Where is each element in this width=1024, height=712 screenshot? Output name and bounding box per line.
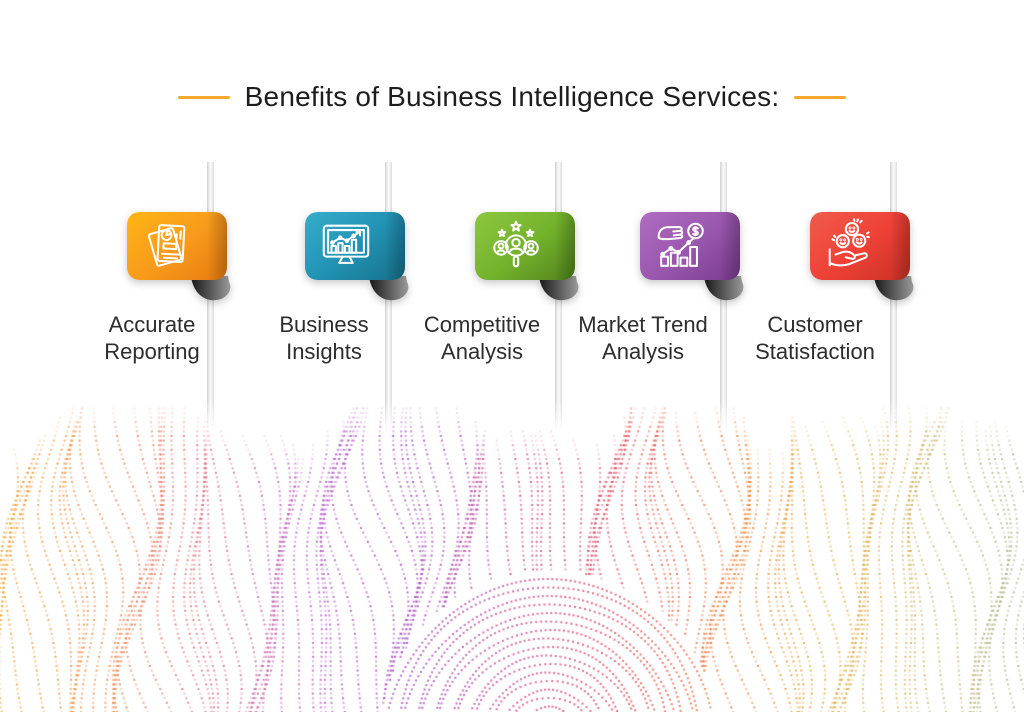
benefit-label-line1: Customer (767, 312, 863, 337)
benefit-label: Market Trend Analysis (553, 311, 733, 365)
monitor-analytics-icon (322, 224, 370, 264)
benefit-label: Customer Statisfaction (725, 311, 905, 365)
benefit-label-line1: Business (279, 312, 369, 337)
hand-coin-chart-icon (657, 222, 704, 267)
benefit-label: Business Insights (234, 311, 414, 365)
title-dash-left-icon (177, 95, 230, 99)
benefit-label-line2: Analysis (441, 339, 523, 364)
ribbon-curl (191, 276, 231, 301)
benefit-label-line2: Insights (286, 339, 362, 364)
benefit-label-line2: Analysis (602, 339, 684, 364)
benefit-label-line1: Market Trend (578, 312, 708, 337)
benefit-label-line1: Competitive (423, 312, 541, 337)
dotted-wave-decoration (0, 400, 1024, 712)
ribbon-banner (305, 212, 409, 301)
benefit-label-line2: Statisfaction (755, 339, 875, 364)
benefit-label: Accurate Reporting (62, 311, 242, 365)
ribbon-curl (704, 276, 744, 301)
ribbon-curl (874, 276, 914, 301)
ribbon-curl (369, 276, 409, 301)
ribbon-body (305, 212, 405, 280)
people-search-icon (493, 220, 539, 268)
benefit-label: Competitive Analysis (392, 311, 572, 365)
page-title: Benefits of Business Intelligence Servic… (244, 81, 780, 112)
report-documents-icon (147, 224, 186, 267)
ribbon-curl (539, 276, 579, 301)
title-row: Benefits of Business Intelligence Servic… (0, 78, 1024, 116)
benefit-label-line1: Accurate (108, 312, 196, 337)
benefit-label-line2: Reporting (104, 339, 200, 364)
title-dash-right-icon (794, 95, 847, 99)
hand-smileys-icon (828, 218, 870, 267)
